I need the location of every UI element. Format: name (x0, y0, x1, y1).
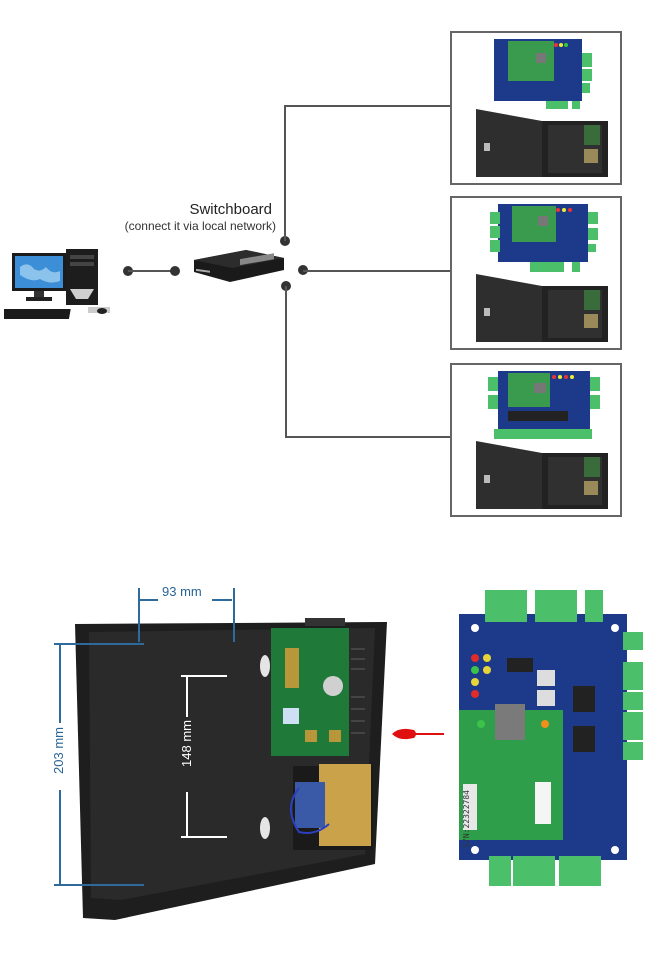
dimension-extension-line (54, 884, 144, 886)
inner-height-dimension-label: 148 mm (179, 720, 194, 767)
serial-number-label: S/N:22322784 (462, 790, 471, 848)
computer-icon (4, 249, 110, 319)
controller-panel-3 (450, 363, 622, 517)
metal-cabinet-icon (476, 441, 608, 509)
dimension-arrow-line (186, 677, 188, 717)
dimension-arrow-line (59, 645, 61, 723)
pcb-board-icon (490, 204, 598, 272)
connector-dot (170, 266, 180, 276)
dimension-extension-line (138, 588, 140, 642)
dimension-extension-line (54, 643, 144, 645)
connector-dot (280, 236, 290, 246)
cabinet-open-icon (75, 618, 387, 920)
network-switch-icon (194, 250, 284, 282)
link-line (303, 270, 451, 272)
dimension-arrow-line (212, 599, 232, 601)
dimension-arrow-line (59, 790, 61, 884)
switch-subtitle: (connect it via local network) (124, 219, 276, 233)
controller-panel-1 (450, 31, 622, 185)
dimension-arrow-line (186, 792, 188, 836)
link-line (285, 286, 287, 438)
dimension-arrow-line (140, 599, 158, 601)
link-line (128, 270, 173, 272)
height-dimension-label: 203 mm (51, 727, 66, 774)
dimension-extension-line (233, 588, 235, 642)
link-line (284, 105, 286, 241)
pointing-hand-arrow-icon (392, 728, 444, 740)
switch-title: Switchboard (189, 201, 272, 218)
dimension-extension-line (181, 836, 227, 838)
link-line (285, 436, 451, 438)
pcb-board-detail-icon (459, 590, 643, 886)
controller-panel-2 (450, 196, 622, 350)
pcb-board-icon (488, 371, 600, 439)
link-line (284, 105, 451, 107)
pcb-board-icon (494, 39, 592, 109)
width-dimension-label: 93 mm (162, 584, 202, 599)
metal-cabinet-icon (476, 274, 608, 342)
metal-cabinet-icon (476, 109, 608, 177)
dimension-extension-line (181, 675, 227, 677)
